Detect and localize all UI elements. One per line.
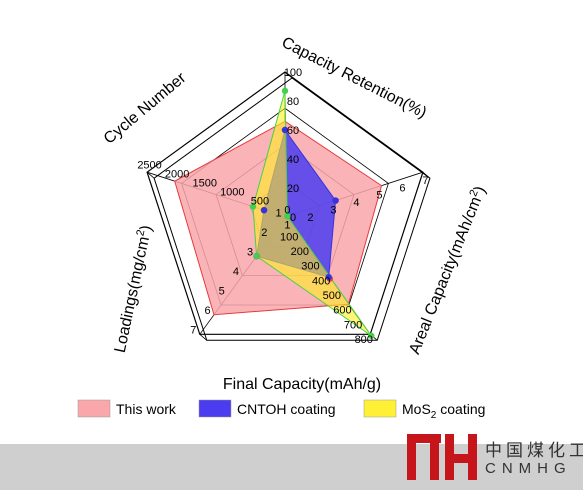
axis-title-cycle_number: Cycle Number [101, 69, 190, 148]
grid-frame-edge-0 [284, 71, 293, 79]
legend-label-0: This work [116, 401, 177, 417]
series-marker-1-0 [281, 126, 289, 134]
axis-title-areal_capacity: Areal Capacity(mAh/cm2) [404, 183, 489, 357]
tick-label-final_capacity-800: 800 [355, 334, 373, 346]
grid-frame-edge-1 [422, 171, 431, 179]
legend-label-2: MoS2 coating [402, 401, 485, 421]
logo-mark-icon [407, 434, 477, 480]
tick-label-areal_capacity-5: 5 [376, 190, 382, 202]
tick-label-areal_capacity-3: 3 [330, 205, 336, 217]
axis-title-sup: 2 [467, 188, 480, 198]
watermark-english-text: CNMHG [485, 460, 572, 477]
tick-label-loadings-1: 1 [275, 207, 281, 219]
legend-swatch-1 [198, 399, 232, 418]
series-marker-1-1 [332, 197, 339, 204]
grid-ring-4 [146, 71, 424, 335]
tick-label-loadings-7: 7 [190, 325, 196, 337]
tick-label-areal_capacity-2: 2 [307, 212, 313, 224]
series-marker-2-4 [249, 203, 257, 210]
legend-label-main: MoS [402, 401, 431, 417]
tick-label-cycle_number-0: 0 [284, 204, 290, 216]
tick-label-areal_capacity-4: 4 [353, 197, 359, 209]
series-area-2 [252, 90, 372, 337]
chart-legend: This work CNTOH coating MoS2 coating [77, 399, 485, 421]
grid-frame-shadow [153, 77, 431, 341]
grid-frame-edge-3 [199, 334, 208, 341]
tick-label-capacity_retention-80: 80 [287, 96, 299, 108]
series-marker-1-2 [325, 273, 332, 281]
tick-label-capacity_retention-0: 0 [290, 212, 296, 224]
tick-label-final_capacity-200: 200 [291, 246, 309, 258]
tick-label-loadings-4: 4 [233, 266, 239, 278]
tick-label-cycle_number-2000: 2000 [165, 169, 189, 181]
tick-label-capacity_retention-40: 40 [287, 154, 299, 166]
radar-chart: 0204060801001234567100200300400500600700… [77, 34, 489, 421]
series-marker-1-4 [260, 206, 268, 214]
axis-title-tail: ) [472, 184, 490, 195]
tick-label-final_capacity-400: 400 [312, 275, 330, 287]
tick-label-cycle_number-1500: 1500 [192, 178, 216, 190]
tick-label-areal_capacity-6: 6 [399, 182, 405, 194]
grid-frame-edge-4 [146, 171, 155, 179]
legend-swatch-0 [77, 399, 111, 418]
axis-title-tail: ) [138, 224, 156, 233]
tick-label-loadings-6: 6 [204, 305, 210, 317]
legend-swatch-2 [363, 399, 397, 418]
tick-label-final_capacity-100: 100 [280, 231, 298, 243]
tick-label-areal_capacity-7: 7 [422, 175, 428, 187]
axis-title-final_capacity: Final Capacity(mAh/g) [223, 376, 381, 393]
tick-label-loadings-3: 3 [247, 246, 253, 258]
tick-label-loadings-2: 2 [261, 227, 267, 239]
legend-label-tail: coating [436, 401, 485, 417]
legend-label-1: CNTOH coating [237, 401, 336, 417]
tick-label-final_capacity-700: 700 [344, 319, 362, 331]
tick-label-final_capacity-500: 500 [323, 290, 341, 302]
tick-label-capacity_retention-100: 100 [284, 67, 302, 79]
axis-title-main: Loadings(mg/cm [112, 235, 153, 354]
watermark-logo: 中国煤化工 CNMHG [405, 428, 583, 485]
radar-ticks: 0204060801001234567100200300400500600700… [137, 67, 428, 346]
series-marker-2-0 [281, 87, 289, 95]
watermark-chinese-text: 中国煤化工 [485, 441, 583, 460]
axis-title-loadings: Loadings(mg/cm2) [110, 223, 156, 354]
tick-label-capacity_retention-60: 60 [287, 125, 299, 137]
axis-title-sup: 2 [134, 229, 147, 237]
tick-label-cycle_number-1000: 1000 [220, 186, 244, 198]
series-marker-2-2 [368, 332, 375, 339]
tick-label-capacity_retention-20: 20 [287, 183, 299, 195]
series-marker-2-3 [253, 252, 260, 260]
axis-title-main: Areal Capacity(mAh/cm [406, 195, 485, 357]
series-marker-2-1 [284, 213, 291, 220]
radar-series [174, 87, 383, 339]
tick-label-loadings-5: 5 [219, 286, 225, 298]
legend-label-sub: 2 [431, 410, 437, 421]
tick-label-areal_capacity-1: 1 [284, 220, 290, 232]
tick-label-cycle_number-2500: 2500 [137, 160, 161, 172]
tick-label-final_capacity-300: 300 [301, 261, 319, 273]
tick-label-cycle_number-500: 500 [251, 195, 269, 207]
tick-label-final_capacity-600: 600 [333, 305, 351, 317]
